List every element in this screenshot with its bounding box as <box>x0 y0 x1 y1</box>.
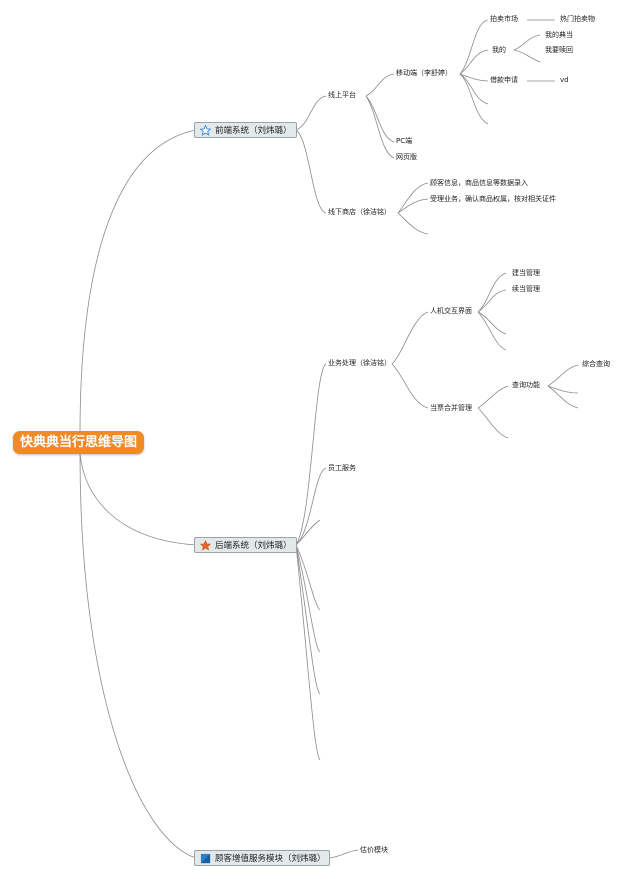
root-node[interactable]: 快典典当行思维导图 <box>13 431 144 454</box>
node-my-pawn[interactable]: 我的典当 <box>545 31 573 39</box>
star-filled-icon <box>200 540 211 551</box>
node-ticket-merge[interactable]: 当票合并管理 <box>430 404 472 412</box>
node-value-module-label: 顾客增值服务模块（刘炜璐） <box>215 854 326 864</box>
star-outline-icon <box>200 125 211 136</box>
node-business[interactable]: 业务处理（徐洁铭） <box>328 359 391 367</box>
node-renew-pawn[interactable]: 续当管理 <box>512 285 540 293</box>
node-mine[interactable]: 我的 <box>492 46 506 54</box>
node-back-system[interactable]: 后端系统（刘炜璐） <box>194 537 297 553</box>
node-online-platform[interactable]: 线上平台 <box>328 91 356 99</box>
flag-icon <box>200 853 211 864</box>
node-front-system[interactable]: 前端系统（刘炜璐） <box>194 122 297 138</box>
node-create-pawn[interactable]: 建当管理 <box>512 269 540 277</box>
node-front-system-label: 前端系统（刘炜璐） <box>215 126 292 136</box>
node-web[interactable]: 网页版 <box>396 153 417 161</box>
node-loan-apply[interactable]: 借款申请 <box>490 76 518 84</box>
node-hci[interactable]: 人机交互界面 <box>430 307 472 315</box>
node-value-module[interactable]: 顾客增值服务模块（刘炜璐） <box>194 850 330 866</box>
node-offline-store[interactable]: 线下商店（徐洁铭） <box>328 208 391 216</box>
node-valuation[interactable]: 估价模块 <box>360 846 388 854</box>
node-accept-business[interactable]: 受理业务，确认商品权属，核对相关证件 <box>430 195 556 203</box>
node-staff-service[interactable]: 员工服务 <box>328 464 356 472</box>
node-auction-market[interactable]: 拍卖市场 <box>490 15 518 23</box>
node-mobile[interactable]: 移动端（李舒婷） <box>396 69 452 77</box>
node-data-entry[interactable]: 顾客信息，商品信息等数据录入 <box>430 179 528 187</box>
node-pc[interactable]: PC端 <box>396 137 413 145</box>
node-general-query[interactable]: 综合查询 <box>582 360 610 368</box>
node-hot-auction[interactable]: 热门拍卖物 <box>560 15 595 23</box>
node-vd[interactable]: vd <box>560 76 569 84</box>
node-redeem[interactable]: 我要赎回 <box>545 46 573 54</box>
node-back-system-label: 后端系统（刘炜璐） <box>215 541 292 551</box>
node-query[interactable]: 查询功能 <box>512 381 540 389</box>
